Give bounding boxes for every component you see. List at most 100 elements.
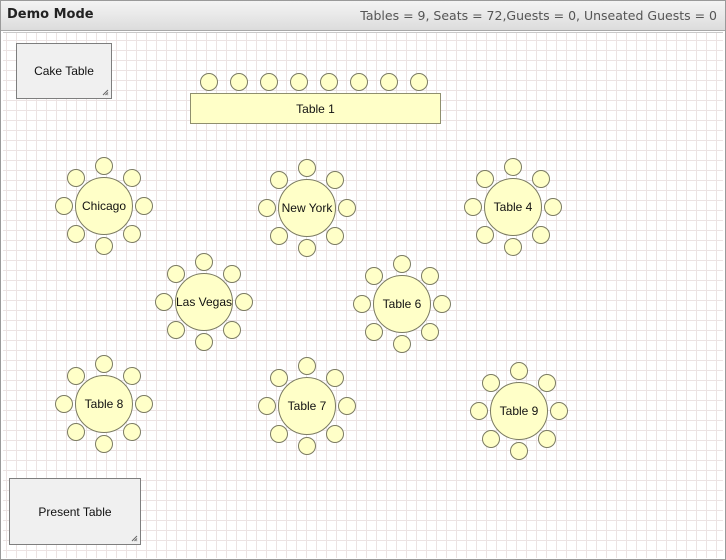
seat[interactable]: [55, 395, 73, 413]
seat[interactable]: [504, 238, 522, 256]
table-label: Table 9: [499, 404, 539, 418]
table-1[interactable]: Table 1: [190, 93, 441, 124]
seat[interactable]: [326, 170, 345, 189]
seat[interactable]: [421, 323, 440, 342]
seat[interactable]: [290, 73, 308, 91]
seat[interactable]: [258, 199, 276, 217]
floor-plan-canvas[interactable]: Cake Table Present Table Table 1: [3, 32, 723, 558]
seat[interactable]: [338, 397, 356, 415]
seat[interactable]: [95, 237, 113, 255]
table-4-top[interactable]: Table 4: [484, 178, 542, 236]
seat[interactable]: [95, 157, 113, 175]
seat[interactable]: [166, 264, 185, 283]
seat[interactable]: [123, 423, 142, 442]
table-label: Chicago: [81, 199, 127, 213]
title-bar: Demo Mode Tables = 9, Seats = 72,Guests …: [1, 1, 725, 31]
seat[interactable]: [200, 73, 218, 91]
seat[interactable]: [364, 266, 383, 285]
seat[interactable]: [481, 373, 500, 392]
seat[interactable]: [66, 366, 85, 385]
seat[interactable]: [66, 423, 85, 442]
seat[interactable]: [364, 323, 383, 342]
seat[interactable]: [258, 397, 276, 415]
table-7-top[interactable]: Table 7: [278, 377, 336, 435]
table-label: Las Vegas: [175, 295, 233, 309]
resize-grip-icon[interactable]: [102, 89, 109, 96]
seat[interactable]: [380, 73, 398, 91]
seat[interactable]: [338, 199, 356, 217]
table-chicago-top[interactable]: Chicago: [75, 177, 133, 235]
seat[interactable]: [223, 321, 242, 340]
seat[interactable]: [326, 368, 345, 387]
seat[interactable]: [298, 239, 316, 257]
cake-table[interactable]: Cake Table: [16, 43, 112, 99]
seat[interactable]: [532, 169, 551, 188]
seat[interactable]: [320, 73, 338, 91]
seat[interactable]: [260, 73, 278, 91]
seat[interactable]: [350, 73, 368, 91]
table-new-york-top[interactable]: New York: [278, 179, 336, 237]
seat[interactable]: [393, 335, 411, 353]
table-6-top[interactable]: Table 6: [373, 275, 431, 333]
seat[interactable]: [393, 255, 411, 273]
seat[interactable]: [475, 226, 494, 245]
seat[interactable]: [532, 226, 551, 245]
seat[interactable]: [66, 168, 85, 187]
seat[interactable]: [155, 293, 173, 311]
seat[interactable]: [135, 395, 153, 413]
seat[interactable]: [298, 159, 316, 177]
resize-grip-icon[interactable]: [131, 535, 138, 542]
seat[interactable]: [235, 293, 253, 311]
seat[interactable]: [544, 198, 562, 216]
seat[interactable]: [550, 402, 568, 420]
seating-stats: Tables = 9, Seats = 72,Guests = 0, Unsea…: [360, 8, 717, 23]
table-label: New York: [281, 201, 333, 215]
seat[interactable]: [269, 227, 288, 246]
seat[interactable]: [195, 333, 213, 351]
seat[interactable]: [298, 357, 316, 375]
seat[interactable]: [95, 435, 113, 453]
seat[interactable]: [326, 227, 345, 246]
seat[interactable]: [298, 437, 316, 455]
seat[interactable]: [538, 373, 557, 392]
seat[interactable]: [464, 198, 482, 216]
seat[interactable]: [481, 430, 500, 449]
seat[interactable]: [95, 355, 113, 373]
seat[interactable]: [123, 168, 142, 187]
cake-table-label: Cake Table: [34, 64, 94, 78]
seat[interactable]: [410, 73, 428, 91]
table-las-vegas-top[interactable]: Las Vegas: [175, 273, 233, 331]
seat[interactable]: [269, 425, 288, 444]
seat[interactable]: [538, 430, 557, 449]
table-label: Table 8: [84, 397, 124, 411]
seat[interactable]: [223, 264, 242, 283]
seat[interactable]: [135, 197, 153, 215]
seat[interactable]: [166, 321, 185, 340]
seat[interactable]: [510, 442, 528, 460]
seat[interactable]: [55, 197, 73, 215]
table-1-label: Table 1: [296, 101, 335, 116]
seat[interactable]: [433, 295, 451, 313]
seat[interactable]: [66, 225, 85, 244]
seat[interactable]: [326, 425, 345, 444]
table-label: Table 7: [287, 399, 327, 413]
seat[interactable]: [123, 366, 142, 385]
seat[interactable]: [230, 73, 248, 91]
seat[interactable]: [510, 362, 528, 380]
seat[interactable]: [269, 368, 288, 387]
seat[interactable]: [421, 266, 440, 285]
seat[interactable]: [475, 169, 494, 188]
seat[interactable]: [504, 158, 522, 176]
seat[interactable]: [353, 295, 371, 313]
table-label: Table 4: [493, 200, 533, 214]
seat[interactable]: [470, 402, 488, 420]
present-table-label: Present Table: [38, 504, 112, 519]
table-label: Table 6: [382, 297, 422, 311]
table-8-top[interactable]: Table 8: [75, 375, 133, 433]
table-9-top[interactable]: Table 9: [490, 382, 548, 440]
seat[interactable]: [123, 225, 142, 244]
present-table[interactable]: Present Table: [9, 478, 141, 545]
seat[interactable]: [195, 253, 213, 271]
seat[interactable]: [269, 170, 288, 189]
